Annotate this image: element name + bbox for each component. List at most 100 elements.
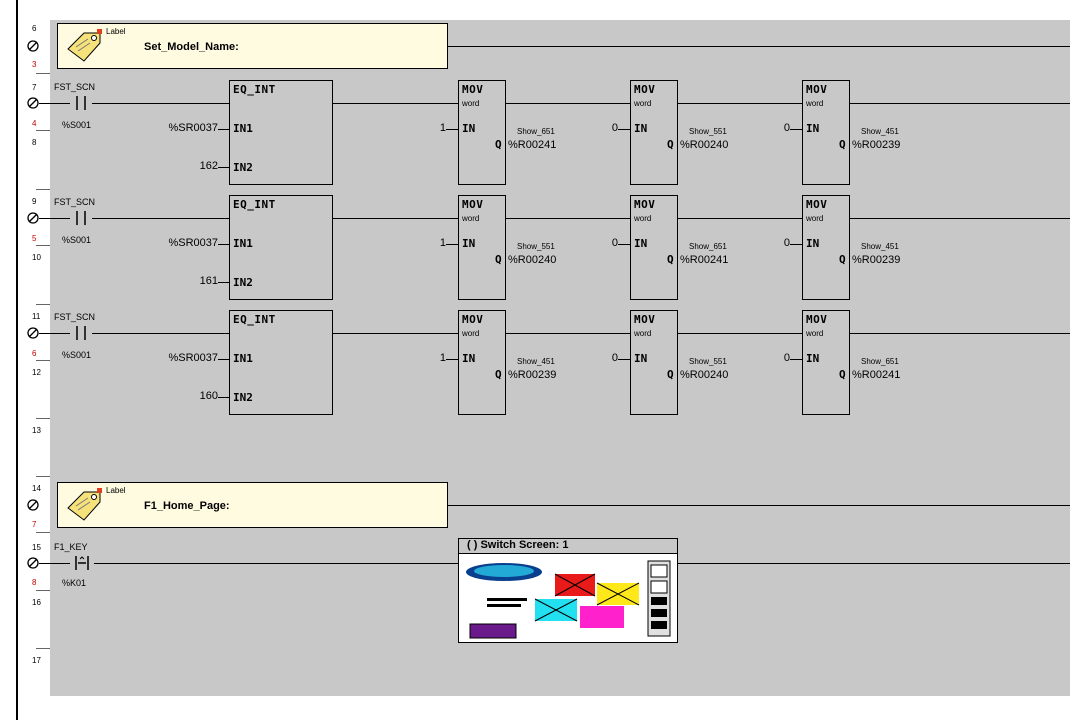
rung-number: 6 <box>32 24 37 33</box>
block-title: MOV <box>634 83 656 96</box>
rung-wire <box>333 103 1070 104</box>
mov-block[interactable]: MOV word IN Q <box>630 310 678 415</box>
left-power-rail <box>16 0 18 720</box>
mov-block[interactable]: MOV word IN Q <box>458 310 506 415</box>
contact-transition-icon[interactable] <box>70 556 94 570</box>
variable-name: Show_651 <box>517 127 555 136</box>
pin-wire <box>790 129 802 130</box>
rung-number: 4 <box>32 119 37 128</box>
register-address: %R00240 <box>680 139 729 151</box>
operand-value: 0 <box>783 352 790 364</box>
switch-screen-title: ( ) Switch Screen: 1 <box>459 539 677 554</box>
label-name: F1_Home_Page: <box>144 500 230 512</box>
rung-tick <box>36 476 50 477</box>
contact-no-icon[interactable] <box>70 326 92 340</box>
pin-label: IN2 <box>233 276 253 289</box>
eq-int-block[interactable]: EQ_INT IN1 IN2 <box>229 195 333 300</box>
register-address: %R00241 <box>680 254 729 266</box>
operand-value: 162 <box>199 160 218 172</box>
pin-label: Q <box>495 138 502 151</box>
block-subtitle: word <box>462 99 480 108</box>
operand-value: %SR0037 <box>168 122 218 134</box>
pin-label: Q <box>667 368 674 381</box>
contact-name: FST_SCN <box>54 197 96 207</box>
eq-int-block[interactable]: EQ_INT IN1 IN2 <box>229 310 333 415</box>
pin-label: IN2 <box>233 391 253 404</box>
rung-wire <box>92 103 229 104</box>
rung-number: 3 <box>32 60 37 69</box>
rung-wire <box>94 563 458 564</box>
pin-wire <box>218 129 229 130</box>
register-address: %R00240 <box>508 254 557 266</box>
register-address: %R00240 <box>680 369 729 381</box>
block-title: MOV <box>462 83 484 96</box>
rung-marker-icon <box>27 212 39 224</box>
operand-value: 161 <box>199 275 218 287</box>
rung-tick <box>36 360 50 361</box>
rung-tick <box>36 590 50 591</box>
operand-value: 160 <box>199 390 218 402</box>
pin-label: Q <box>839 138 846 151</box>
pin-wire <box>790 359 802 360</box>
operand-value: %SR0037 <box>168 352 218 364</box>
label-block-set-model[interactable]: Label Set_Model_Name: <box>57 23 448 69</box>
pin-label: IN <box>634 122 648 135</box>
mov-block[interactable]: MOV word IN Q <box>802 195 850 300</box>
contact-no-icon[interactable] <box>70 96 92 110</box>
contact-address: %K01 <box>62 578 87 588</box>
block-title: EQ_INT <box>233 198 276 211</box>
label-block-f1-home[interactable]: Label F1_Home_Page: <box>57 482 448 528</box>
block-subtitle: word <box>806 214 824 223</box>
contact-name: F1_KEY <box>54 542 88 552</box>
register-address: %R00241 <box>508 139 557 151</box>
rung-wire <box>92 218 229 219</box>
tag-icon <box>67 29 102 62</box>
pin-label: Q <box>495 253 502 266</box>
pin-wire <box>218 282 229 283</box>
rung-wire <box>333 333 1070 334</box>
operand-value: 1 <box>439 237 446 249</box>
operand-value: 1 <box>439 122 446 134</box>
pin-label: IN <box>462 352 476 365</box>
rung-number: 6 <box>32 349 37 358</box>
block-subtitle: word <box>634 329 652 338</box>
operand-value: 0 <box>783 237 790 249</box>
tag-icon <box>67 488 102 521</box>
rung-marker-icon <box>27 499 39 511</box>
rung-number: 8 <box>32 578 37 587</box>
pin-label: IN <box>462 237 476 250</box>
mov-block[interactable]: MOV word IN Q <box>630 80 678 185</box>
contact-name: FST_SCN <box>54 82 96 92</box>
pin-wire <box>446 359 458 360</box>
rung-tick <box>36 73 50 74</box>
variable-name: Show_551 <box>689 357 727 366</box>
rung-wire <box>448 505 1070 506</box>
operand-value: 0 <box>783 122 790 134</box>
variable-name: Show_551 <box>689 127 727 136</box>
mov-block[interactable]: MOV word IN Q <box>802 310 850 415</box>
switch-screen-block[interactable]: ( ) Switch Screen: 1 <box>458 538 678 643</box>
pin-label: Q <box>667 253 674 266</box>
block-subtitle: word <box>806 99 824 108</box>
contact-no-icon[interactable] <box>70 211 92 225</box>
block-title: EQ_INT <box>233 313 276 326</box>
contact-address: %S001 <box>62 120 92 130</box>
pin-wire <box>618 129 630 130</box>
rung-tick <box>36 418 50 419</box>
rung-number: 8 <box>32 138 37 147</box>
mov-block[interactable]: MOV word IN Q <box>802 80 850 185</box>
register-address: %R00239 <box>508 369 557 381</box>
rung-number: 16 <box>32 598 41 607</box>
variable-name: Show_551 <box>517 242 555 251</box>
mov-block[interactable]: MOV word IN Q <box>630 195 678 300</box>
rung-wire <box>39 218 70 219</box>
label-name: Set_Model_Name: <box>144 41 239 53</box>
operand-value: 0 <box>611 352 618 364</box>
block-title: MOV <box>462 313 484 326</box>
mov-block[interactable]: MOV word IN Q <box>458 195 506 300</box>
rung-wire <box>333 218 1070 219</box>
eq-int-block[interactable]: EQ_INT IN1 IN2 <box>229 80 333 185</box>
mov-block[interactable]: MOV word IN Q <box>458 80 506 185</box>
block-subtitle: word <box>462 329 480 338</box>
